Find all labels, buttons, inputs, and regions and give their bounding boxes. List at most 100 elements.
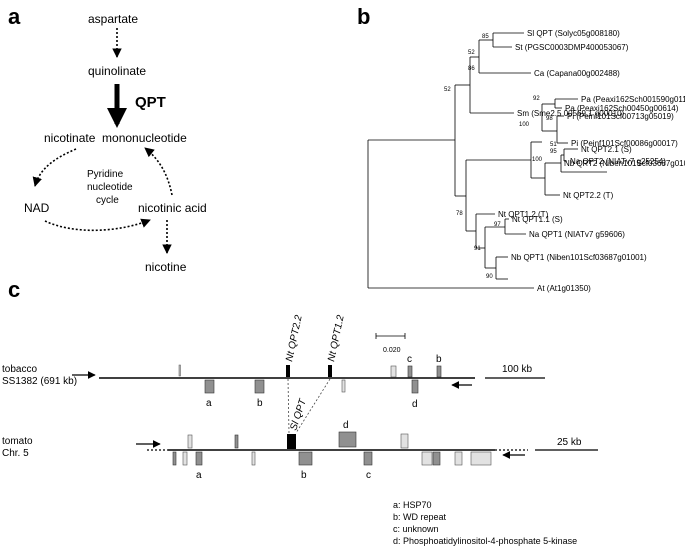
tree-scale-value: 0.020 [383, 347, 401, 354]
gene-c-box [407, 365, 413, 378]
taxon-label: Nt QPT1.2 (T) [498, 210, 549, 219]
pyridine-cycle-line2: nucleotide [87, 182, 133, 193]
tomato-sublabel: Chr. 5 [2, 448, 29, 459]
gene-letter-a: a [196, 470, 202, 481]
gene-box [470, 451, 492, 466]
taxon-label: Nb QPT1 (Niben101Scf03687g01001) [511, 253, 647, 262]
tobacco-label: tobacco [2, 364, 37, 375]
gene-box [390, 365, 397, 378]
gene-box [400, 433, 409, 449]
nad-label: NAD [24, 201, 50, 215]
bootstrap-value: 85 [482, 34, 489, 40]
gene-b-box [298, 451, 313, 466]
taxon-label: Pi (Peinf101Scf00086g00017) [571, 139, 678, 148]
gene-letter-c: c [366, 470, 371, 481]
bootstrap-value: 98 [546, 116, 553, 122]
panel-c-label: c [8, 277, 20, 302]
gene-nt-qpt22-label: Nt QPT2.2 [284, 314, 305, 363]
bootstrap-value: 86 [468, 66, 475, 72]
gene-letter-c: c [407, 354, 412, 365]
gene-b-box [254, 379, 265, 394]
taxon-labels: Sl QPT (Solyc05g008180) St (PGSC0003DMP4… [498, 29, 685, 293]
taxon-label: Na QPT2 (NIATv7 g25254) [570, 157, 666, 166]
arrow-nmn-to-nad [32, 148, 77, 187]
gene-box [432, 451, 441, 466]
bootstrap-value: 52 [468, 50, 475, 56]
legend-item: c: unknown [393, 524, 439, 534]
panel-b-label: b [357, 4, 370, 29]
bootstrap-value: 97 [494, 222, 501, 228]
taxon-label: Nb QPT2 (Niben101Scf03687g01012) [564, 159, 685, 168]
tobacco-scale-label: 100 kb [502, 364, 532, 375]
nicotinic-acid-label: nicotinic acid [138, 201, 207, 215]
taxon-label: Sm (Sme2.5 00569.1 g00010) [517, 109, 625, 118]
taxon-label: Pa (Peaxi162Sch001590g0112) [581, 95, 685, 104]
panel-a: a aspartate quinolinate QPT nicotinate m… [8, 4, 207, 274]
gene-letter-b: b [436, 354, 442, 365]
gene-letter-d: d [343, 420, 349, 431]
taxon-label: At (At1g01350) [537, 284, 591, 293]
legend-item: b: WD repeat [393, 512, 447, 522]
gene-box [251, 451, 256, 466]
panel-b: b [357, 4, 685, 354]
gene-letter-b: b [301, 470, 307, 481]
taxon-label: Sl QPT (Solyc05g008180) [527, 29, 620, 38]
gene-nt-qpt12-label: Nt QPT1.2 [326, 314, 347, 363]
gene-letter-b: b [257, 398, 263, 409]
tomato-label: tomato [2, 436, 33, 447]
qpt-enzyme-label: QPT [135, 94, 166, 111]
tomato-scale-label: 25 kb [557, 437, 582, 448]
gene-a-box [195, 451, 203, 466]
gene-sl-qpt-label: Sl QPT [288, 397, 309, 432]
gene-b-box [436, 365, 442, 378]
taxon-label: Nt QPT1.1 (S) [512, 215, 563, 224]
phylo-tree [367, 32, 607, 289]
panel-a-label: a [8, 4, 21, 29]
gene-letter-a: a [206, 398, 212, 409]
bootstrap-value: 91 [474, 246, 481, 252]
taxon-label: Pi (Peinf101Scf00713g05019) [567, 112, 674, 121]
bootstrap-value: 100 [519, 122, 530, 128]
gene-box [187, 434, 193, 449]
gene-sl-qpt-box [287, 434, 296, 449]
gene-box [234, 434, 239, 449]
gene-c-box [363, 451, 373, 466]
orthology-line [287, 378, 290, 434]
nicotinate-mononucleotide-label: nicotinate mononucleotide [44, 131, 187, 145]
legend-item: a: HSP70 [393, 500, 432, 510]
taxon-label: Pa (Peaxi162Sch00450g00614) [565, 104, 679, 113]
bootstrap-value: 78 [456, 211, 463, 217]
pyridine-cycle-line1: Pyridine [87, 169, 124, 180]
taxon-label: St (PGSC0003DMP400053067) [515, 43, 629, 52]
arrow-nicotinic-to-nmn [144, 147, 173, 196]
gene-nt-qpt22-box [286, 365, 290, 377]
bootstrap-value: 100 [532, 157, 543, 163]
panel-c: c tobacco SS1382 (691 kb) 100 kb c b a b… [2, 277, 598, 546]
gene-box [178, 364, 181, 377]
bootstrap-value: 52 [444, 87, 451, 93]
arrow-nad-to-nicotinic [44, 218, 151, 232]
gene-box [172, 451, 177, 466]
gene-legend: a: HSP70 b: WD repeat c: unknown d: Phos… [393, 500, 577, 546]
bootstrap-value: 95 [550, 149, 557, 155]
orthology-line [295, 378, 331, 434]
taxon-label: Nt QPT2.2 (T) [563, 191, 614, 200]
bootstrap-values: 85 52 86 52 92 98 100 51 95 100 78 97 91… [444, 34, 557, 280]
gene-box [182, 451, 188, 466]
gene-letter-d: d [412, 399, 418, 410]
gene-d-box [411, 379, 419, 394]
legend-item: d: Phosphoatidylinositol-4-phosphate 5-k… [393, 536, 577, 546]
bootstrap-value: 51 [550, 142, 557, 148]
taxon-label: Nt QPT2.1 (S) [581, 145, 632, 154]
quinolinate-label: quinolinate [88, 64, 146, 78]
gene-box [454, 451, 463, 466]
tobacco-sublabel: SS1382 (691 kb) [2, 376, 77, 387]
gene-box [341, 379, 346, 393]
gene-box [421, 451, 433, 466]
bootstrap-value: 92 [533, 96, 540, 102]
gene-a-box [204, 379, 215, 394]
taxon-label: Ca (Capana00g002488) [534, 69, 620, 78]
nicotine-label: nicotine [145, 260, 187, 274]
gene-d-box [338, 431, 357, 448]
